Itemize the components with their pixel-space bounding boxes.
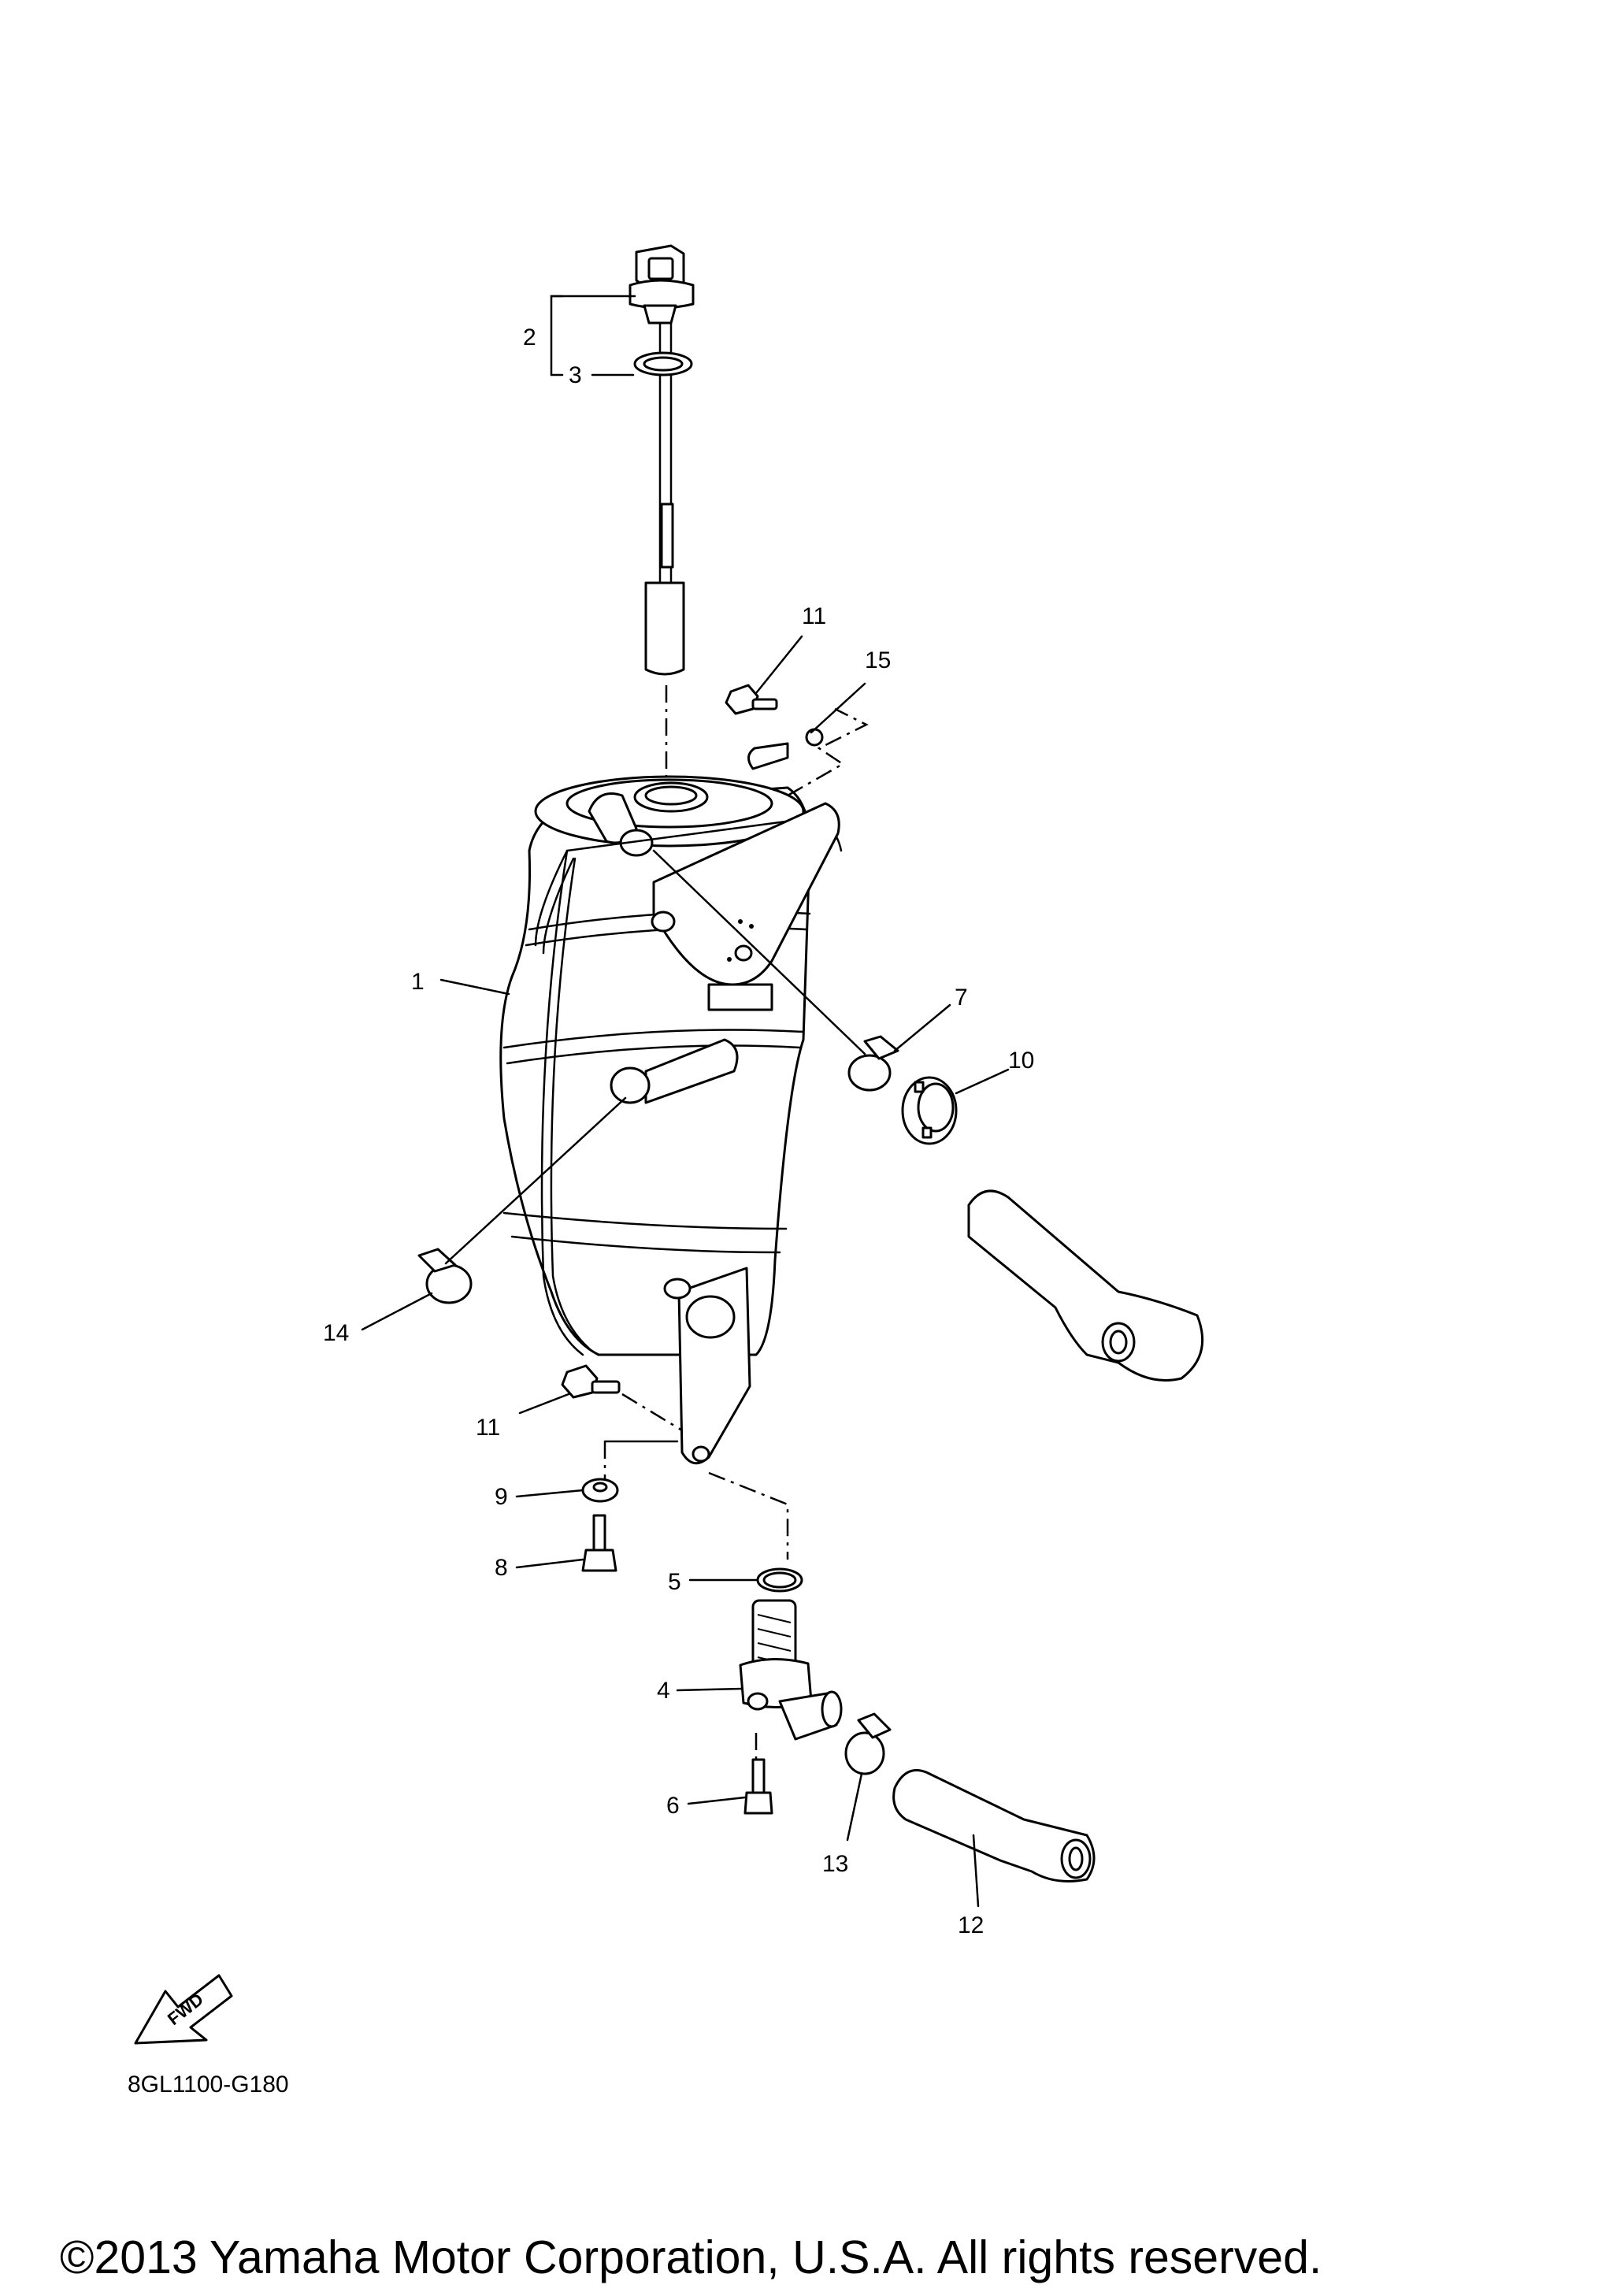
- callout-8: 8: [495, 1555, 508, 1581]
- callout-9: 9: [495, 1484, 508, 1510]
- callout-11-upper: 11: [802, 603, 826, 629]
- callout-12: 12: [958, 1912, 984, 1938]
- hose-right-part: [967, 1189, 1204, 1382]
- clamp-7-part: [847, 1035, 899, 1092]
- callout-13: 13: [822, 1851, 848, 1877]
- callout-6: 6: [666, 1793, 680, 1819]
- sender-unit-part: [629, 244, 695, 780]
- drawing-code: 8GL1100-G180: [128, 2072, 289, 2098]
- tank-bottom-bracket: [663, 1267, 751, 1465]
- copyright-notice: ©2013 Yamaha Motor Corporation, U.S.A. A…: [60, 2231, 1322, 2283]
- tank-top-bracket: [651, 802, 840, 986]
- fitting-4-part: [739, 1599, 843, 1741]
- clamp-13-part: [844, 1712, 892, 1775]
- grommet-10-part: [901, 1076, 958, 1145]
- oring-5-part: [756, 1567, 803, 1593]
- callout-14: 14: [323, 1320, 349, 1346]
- callout-2: 2: [523, 325, 536, 351]
- bolt-11-lower-part: [561, 1364, 621, 1399]
- callout-4: 4: [657, 1678, 670, 1704]
- callout-15: 15: [865, 647, 891, 673]
- fwd-arrow-icon: FWD: [134, 1974, 233, 2045]
- bolt-11-upper-part: [725, 684, 778, 715]
- sender-seal-part: [633, 351, 693, 376]
- callout-1: 1: [411, 969, 425, 995]
- callout-5: 5: [668, 1569, 681, 1595]
- clamp-14-part: [417, 1248, 473, 1304]
- callout-3: 3: [569, 362, 582, 388]
- callout-7: 7: [955, 985, 968, 1011]
- callout-11-lower: 11: [476, 1415, 500, 1441]
- screw-6-part: [743, 1758, 773, 1815]
- clip-15-part: [747, 728, 824, 770]
- callout-10: 10: [1008, 1048, 1034, 1074]
- hose-12-part: [892, 1769, 1096, 1882]
- washer-9-part: [581, 1478, 619, 1503]
- bolt-8-part: [581, 1514, 617, 1572]
